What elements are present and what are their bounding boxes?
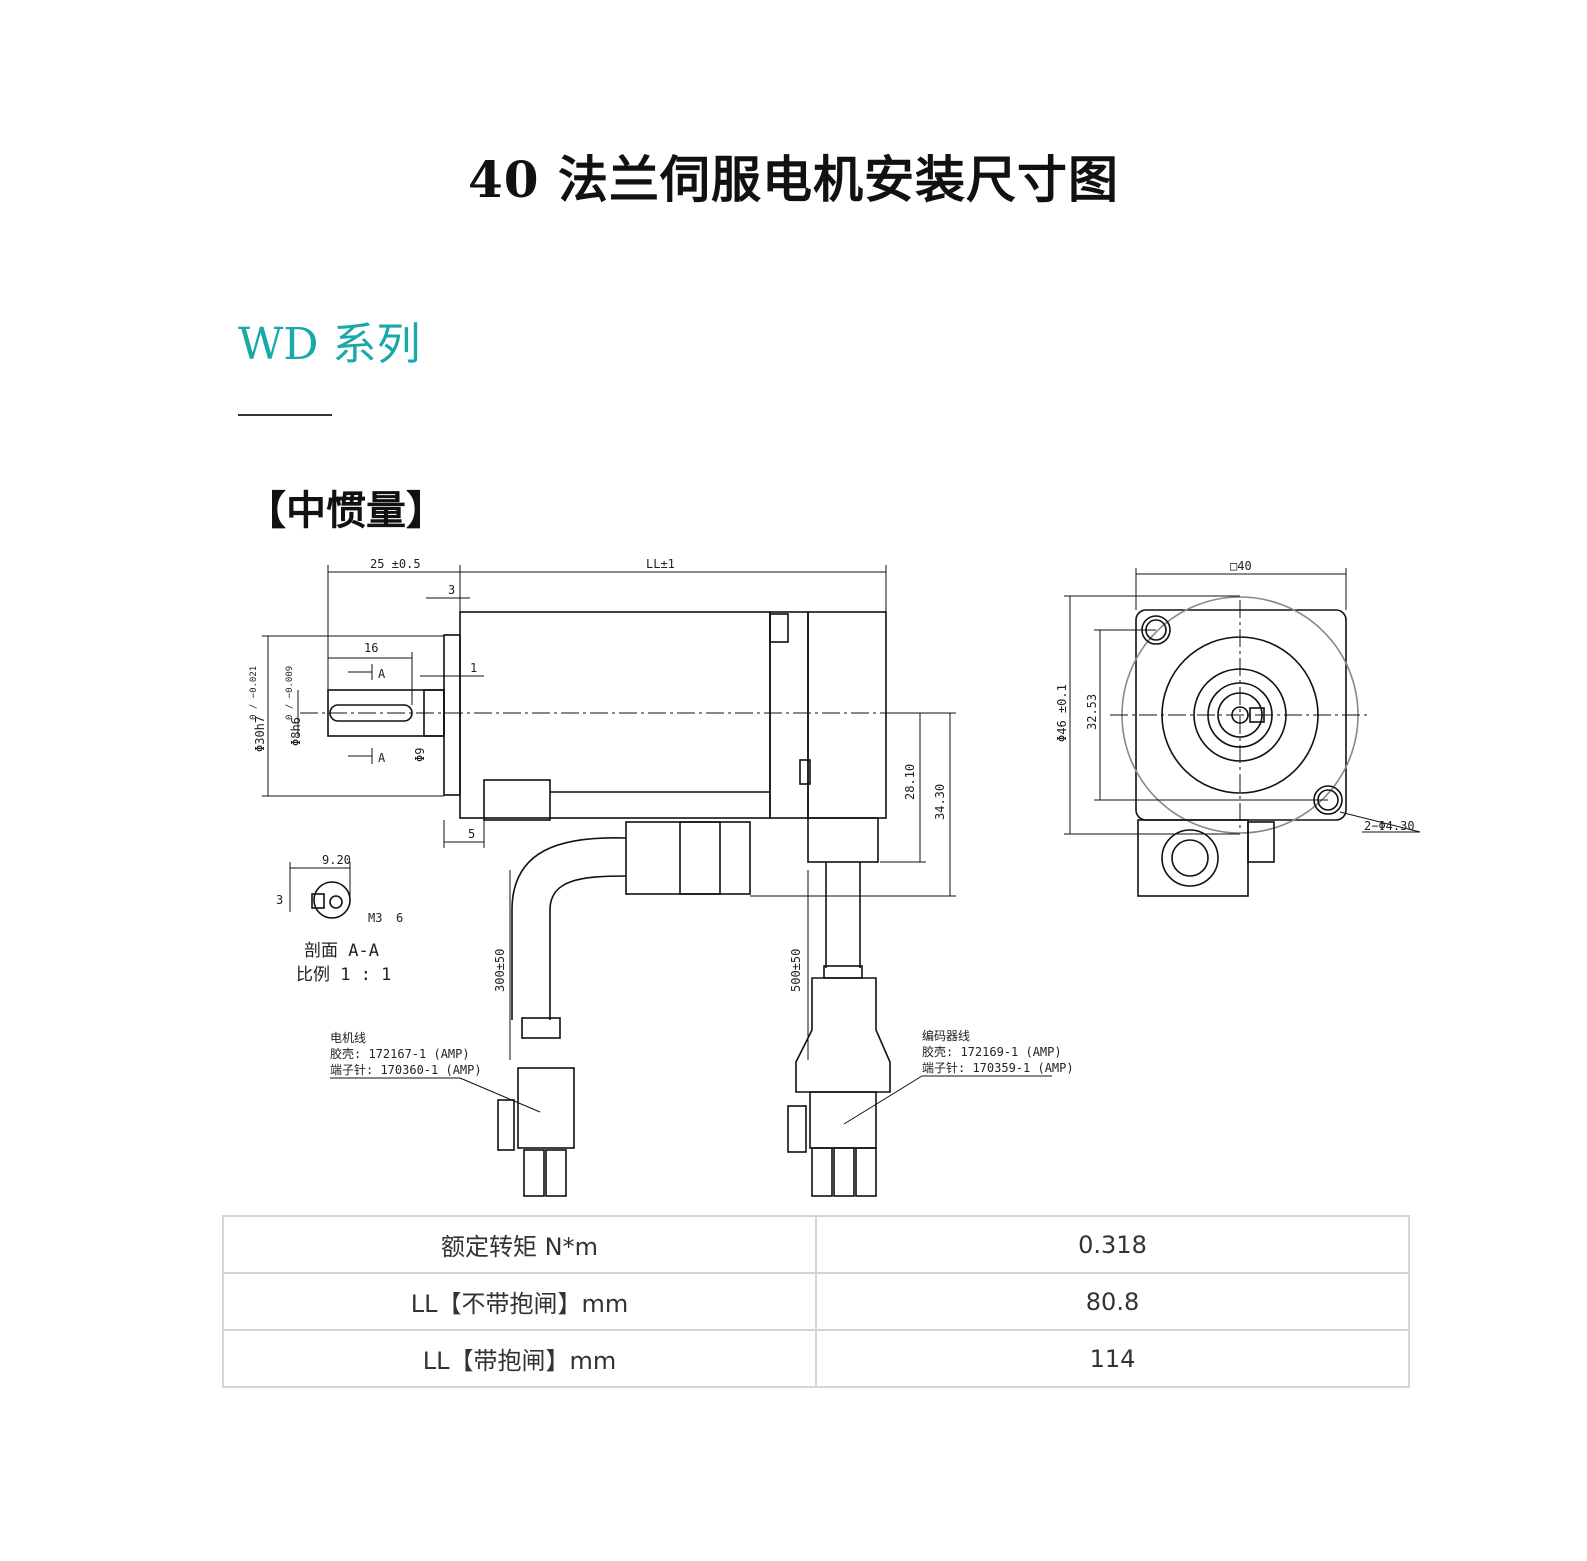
series-divider	[238, 414, 332, 416]
dim-34-30: 34.30	[933, 784, 947, 820]
encoder-connector-block	[807, 817, 879, 863]
motor-line-pin: 端子针: 170360-1 (AMP)	[330, 1062, 482, 1077]
dim-phi9: Φ9	[413, 748, 427, 762]
motor-cable	[511, 837, 627, 1020]
table-row: 额定转矩 N*m 0.318	[222, 1215, 1410, 1274]
section-title: 【中惯量】	[246, 487, 446, 534]
page-title: 40 法兰伺服电机安装尺寸图	[468, 150, 1119, 209]
dim-square-40: □40	[1230, 559, 1252, 573]
dim-1: 1	[470, 661, 477, 675]
dim-32-53: 32.53	[1085, 694, 1099, 730]
spec-value: 0.318	[815, 1215, 1410, 1274]
dim-m3: M3	[368, 911, 382, 925]
cable2-length: 500±50	[789, 949, 803, 992]
section-label: 剖面 A-A	[304, 941, 379, 961]
spec-value: 80.8	[815, 1272, 1410, 1331]
motor-body	[459, 611, 771, 819]
encoder-plug	[809, 1091, 877, 1149]
dim-flange-3: 3	[448, 583, 455, 597]
motor-line-title: 电机线	[330, 1031, 366, 1045]
dim-pilot-dia: Φ30h7	[253, 716, 267, 752]
dim-3-key: 3	[276, 893, 283, 907]
spec-table: 额定转矩 N*m 0.318 LL【不带抱闸】mm 80.8 LL【带抱闸】mm…	[222, 1215, 1410, 1388]
rear-cap	[769, 611, 809, 819]
encoder-cover	[807, 611, 887, 819]
dim-9-20: 9.20	[322, 853, 351, 867]
connector-base	[483, 779, 551, 821]
motor-dimension-drawing: 25 ±0.5 LL±1 3 16 1 A A Φ30h7 0 / −0.021…	[249, 557, 1421, 1197]
encoder-line-pin: 端子针: 170359-1 (AMP)	[922, 1060, 1074, 1075]
cable1-length: 300±50	[493, 949, 507, 992]
encoder-line-title: 编码器线	[922, 1028, 970, 1043]
spec-label: LL【不带抱闸】mm	[222, 1272, 817, 1331]
flange	[443, 634, 461, 796]
spec-value: 114	[815, 1329, 1410, 1388]
dim-shaft-dia: Φ8h6	[289, 717, 303, 746]
motor-plug	[517, 1067, 575, 1149]
table-row: LL【带抱闸】mm 114	[222, 1329, 1410, 1388]
tol-pilot: 0 / −0.021	[249, 666, 259, 720]
encoder-plug-body	[795, 977, 891, 1093]
section-aa-shaft	[313, 881, 351, 919]
power-connector-block	[625, 821, 751, 895]
dim-m3-depth: 6	[396, 911, 403, 925]
dim-5: 5	[468, 827, 475, 841]
section-mark-top: A	[378, 667, 386, 681]
table-row: LL【不带抱闸】mm 80.8	[222, 1272, 1410, 1331]
dim-phi46: Φ46 ±0.1	[1055, 684, 1069, 742]
series-title: WD 系列	[238, 319, 421, 370]
spec-label: LL【带抱闸】mm	[222, 1329, 817, 1388]
encoder-line-shell: 胶壳: 172169-1 (AMP)	[922, 1044, 1062, 1059]
dim-28-10: 28.10	[903, 764, 917, 800]
dim-ll: LL±1	[646, 557, 675, 571]
tol-shaft: 0 / −0.009	[285, 666, 295, 720]
dim-key-length: 16	[364, 641, 378, 655]
spec-label: 额定转矩 N*m	[222, 1215, 817, 1274]
motor-line-shell: 胶壳: 172167-1 (AMP)	[330, 1046, 470, 1061]
dim-shaft-length: 25 ±0.5	[370, 557, 421, 571]
section-mark-bottom: A	[378, 751, 386, 765]
front-connector-housing	[1137, 819, 1249, 897]
scale-label: 比例 1 : 1	[296, 965, 391, 985]
dim-holes: 2−Φ4.30	[1364, 819, 1415, 833]
